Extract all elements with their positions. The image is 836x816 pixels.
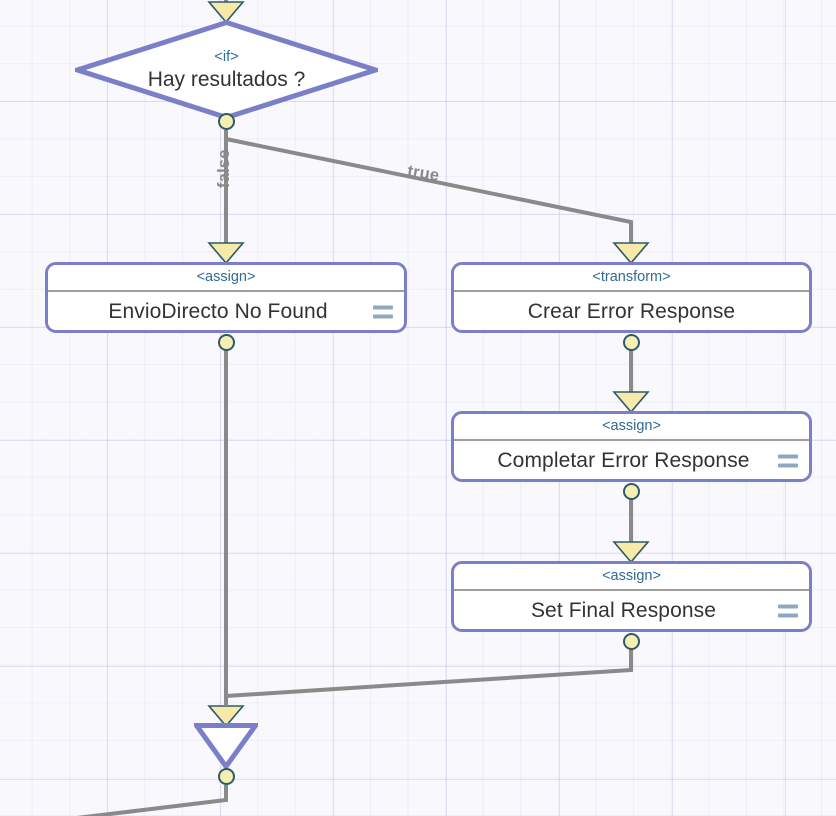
node-title-label: Crear Error Response <box>527 300 736 323</box>
node-kind-label: <assign> <box>48 265 404 292</box>
node-title-label: Completar Error Response <box>497 449 750 472</box>
port-merge-out[interactable] <box>218 768 235 785</box>
node-assign-set-final-response[interactable]: <assign> Set Final Response <box>451 561 812 632</box>
port-completar-error-response-out[interactable] <box>623 483 640 500</box>
equals-icon <box>778 604 798 618</box>
triangle-down-shape <box>191 723 261 771</box>
node-title-label: EnvioDirecto No Found <box>108 300 328 323</box>
edge-in-to-if <box>207 0 245 24</box>
node-if-hay-resultados[interactable]: <if> Hay resultados ? <box>75 20 378 120</box>
port-if-out[interactable] <box>218 113 235 130</box>
port-set-final-response-out[interactable] <box>623 633 640 650</box>
equals-icon <box>778 454 798 468</box>
node-kind-label: <assign> <box>454 414 809 441</box>
edge-completar-to-setfinal <box>612 499 650 564</box>
edge-label-false: false <box>215 149 233 188</box>
edge-if-true <box>225 137 650 265</box>
port-enviodirecto-out[interactable] <box>218 334 235 351</box>
node-title-label: Set Final Response <box>530 599 717 622</box>
equals-icon <box>373 305 393 319</box>
node-kind-label: <if> <box>214 48 239 65</box>
node-kind-label: <transform> <box>454 265 809 292</box>
node-transform-crear-error-response[interactable]: <transform> Crear Error Response <box>451 262 812 333</box>
edge-setfinal-to-merge <box>224 649 633 706</box>
edge-label-true: true <box>406 162 441 185</box>
node-assign-enviodirecto-no-found[interactable]: <assign> EnvioDirecto No Found <box>45 262 407 333</box>
node-kind-label: <assign> <box>454 564 809 591</box>
edge-envio-to-merge <box>207 350 245 728</box>
edge-transform-to-completar <box>612 350 650 414</box>
port-crear-error-response-out[interactable] <box>623 334 640 351</box>
node-title-label: Hay resultados ? <box>147 68 306 92</box>
node-merge-join[interactable] <box>191 723 261 771</box>
edge-merge-out <box>76 785 228 816</box>
node-assign-completar-error-response[interactable]: <assign> Completar Error Response <box>451 411 812 482</box>
